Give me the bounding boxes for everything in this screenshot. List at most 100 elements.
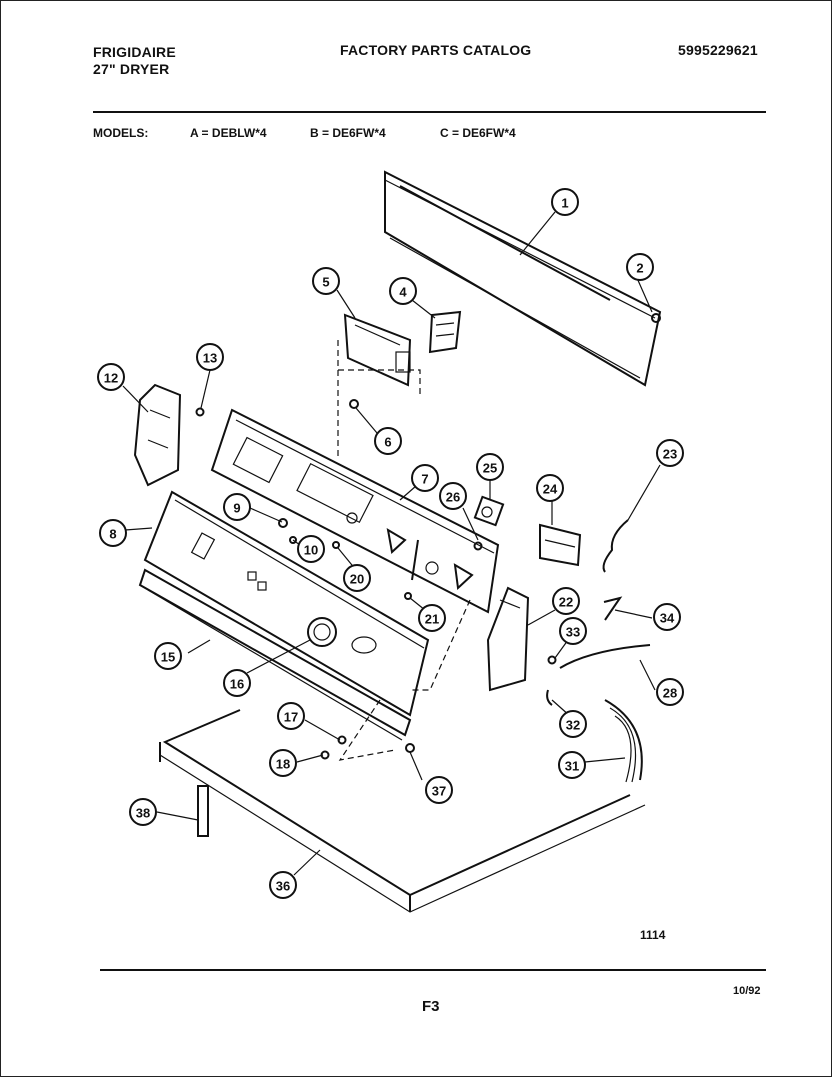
part-screw-33 <box>547 655 557 665</box>
callout-32: 32 <box>559 710 587 738</box>
callout-circle <box>551 188 579 216</box>
part-screw-6 <box>349 399 359 409</box>
callout-number: 16 <box>230 677 244 692</box>
callout-5: 5 <box>312 267 340 295</box>
callout-16: 16 <box>223 669 251 697</box>
callout-circle <box>389 277 417 305</box>
part-top-cover <box>159 709 646 913</box>
callout-number: 24 <box>543 482 558 497</box>
callout-circle <box>411 464 439 492</box>
callout-number: 38 <box>136 806 150 821</box>
callout-circle <box>343 564 371 592</box>
callout-10: 10 <box>297 535 325 563</box>
callout-34: 34 <box>653 603 681 631</box>
callout-38: 38 <box>129 798 157 826</box>
callout-circle <box>312 267 340 295</box>
callout-circle <box>129 798 157 826</box>
part-screw-37 <box>405 743 415 753</box>
catalog-title: FACTORY PARTS CATALOG <box>340 42 532 58</box>
part-wire-28 <box>559 644 651 669</box>
callout-number: 28 <box>663 686 677 701</box>
page-number: F3 <box>422 998 440 1015</box>
callout-number: 8 <box>109 527 116 542</box>
callout-circle <box>656 678 684 706</box>
callout-4: 4 <box>389 277 417 305</box>
callout-7: 7 <box>411 464 439 492</box>
callout-8: 8 <box>99 519 127 547</box>
callout-28: 28 <box>656 678 684 706</box>
part-switch-25 <box>473 495 505 527</box>
callout-6: 6 <box>374 427 402 455</box>
callout-13: 13 <box>196 343 224 371</box>
part-screw-21 <box>404 592 412 600</box>
callout-number: 12 <box>104 371 118 386</box>
callout-number: 32 <box>566 718 580 733</box>
callout-18: 18 <box>269 749 297 777</box>
callout-circle <box>269 871 297 899</box>
callout-number: 9 <box>233 501 240 516</box>
callout-number: 21 <box>425 612 439 627</box>
part-screw-26 <box>473 541 483 551</box>
callout-circle <box>558 751 586 779</box>
callout-circle <box>269 749 297 777</box>
part-harness-31 <box>604 699 643 783</box>
part-front-console <box>143 490 430 717</box>
callout-17: 17 <box>277 702 305 730</box>
callout-number: 18 <box>276 757 290 772</box>
callout-number: 1 <box>561 196 568 211</box>
callout-21: 21 <box>418 604 446 632</box>
product-type: 27" DRYER <box>93 61 170 77</box>
callout-circle <box>99 519 127 547</box>
callout-circle <box>374 427 402 455</box>
callout-1: 1 <box>551 188 579 216</box>
callout-number: 13 <box>203 351 217 366</box>
models-label: MODELS: <box>93 126 149 140</box>
callout-24: 24 <box>536 474 564 502</box>
revision-date: 10/92 <box>733 985 761 997</box>
model-a: A = DEBLW*4 <box>190 126 267 140</box>
callout-number: 37 <box>432 784 446 799</box>
part-bumper-38 <box>197 785 209 837</box>
callout-circle <box>536 474 564 502</box>
callout-circle <box>425 776 453 804</box>
callout-26: 26 <box>439 482 467 510</box>
part-bracket-22 <box>486 586 530 692</box>
callout-number: 5 <box>322 275 329 290</box>
part-end-cap <box>133 383 182 487</box>
callout-2: 2 <box>626 253 654 281</box>
callout-circle <box>552 587 580 615</box>
callout-circle <box>626 253 654 281</box>
diagram-code: 1114 <box>640 928 666 942</box>
part-clip-32 <box>546 689 553 706</box>
model-c: C = DE6FW*4 <box>440 126 516 140</box>
callout-37: 37 <box>425 776 453 804</box>
callout-36: 36 <box>269 871 297 899</box>
callout-22: 22 <box>552 587 580 615</box>
callout-number: 10 <box>304 543 318 558</box>
callout-number: 6 <box>384 435 391 450</box>
part-clip-34 <box>603 596 623 621</box>
model-b: B = DE6FW*4 <box>310 126 386 140</box>
callout-circle <box>439 482 467 510</box>
callout-circle <box>196 343 224 371</box>
callout-circle <box>418 604 446 632</box>
catalog-number: 5995229621 <box>678 42 758 58</box>
part-buzzer <box>539 523 582 567</box>
part-screw-2 <box>651 313 661 323</box>
callout-number: 34 <box>660 611 675 626</box>
part-control-panel <box>210 408 500 614</box>
callout-circle <box>656 439 684 467</box>
callout-23: 23 <box>656 439 684 467</box>
callout-number: 22 <box>559 595 573 610</box>
callout-circle <box>297 535 325 563</box>
callout-9: 9 <box>223 493 251 521</box>
callout-25: 25 <box>476 453 504 481</box>
part-screw-17 <box>337 735 347 745</box>
brand-name: FRIGIDAIRE <box>93 44 176 60</box>
callout-circle <box>559 710 587 738</box>
callout-31: 31 <box>558 751 586 779</box>
part-harness-23 <box>602 519 629 573</box>
callout-number: 23 <box>663 447 677 462</box>
callout-33: 33 <box>559 617 587 645</box>
